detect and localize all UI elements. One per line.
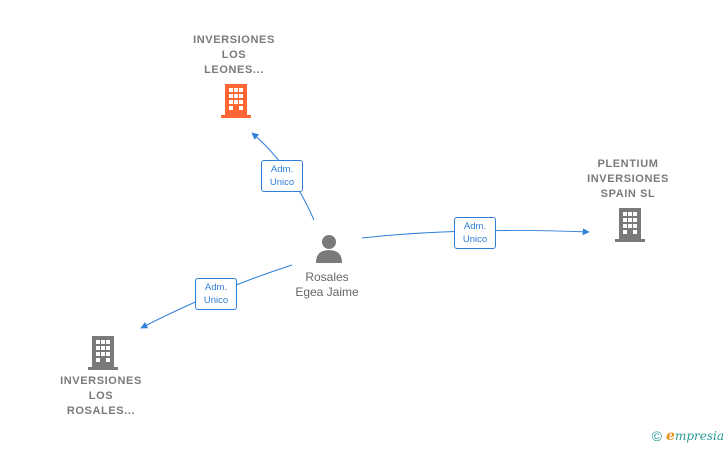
edge-label-to-rosales: Adm. Unico <box>195 278 237 310</box>
footer-brand: © empresia <box>652 428 724 444</box>
company-label-plentium[interactable]: PLENTIUM INVERSIONES SPAIN SL <box>587 158 669 200</box>
person-icon[interactable] <box>314 233 344 265</box>
copyright-icon: © <box>651 428 663 444</box>
person-label[interactable]: Rosales Egea Jaime <box>295 270 359 299</box>
company-label-leones[interactable]: INVERSIONES LOS LEONES... <box>193 34 275 76</box>
brand-logo[interactable]: empresia <box>666 428 724 444</box>
building-icon-leones[interactable] <box>219 82 253 120</box>
edge-label-to-plentium: Adm. Unico <box>454 217 496 249</box>
edge-label-to-leones: Adm. Unico <box>261 160 303 192</box>
building-icon-rosales[interactable] <box>86 334 120 372</box>
building-icon-plentium[interactable] <box>613 206 647 244</box>
company-label-rosales[interactable]: INVERSIONES LOS ROSALES... <box>60 375 142 417</box>
